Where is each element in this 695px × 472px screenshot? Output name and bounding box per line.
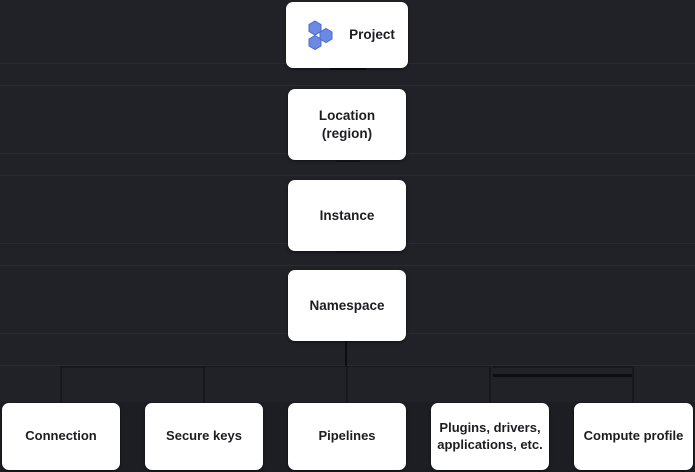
node-namespace[interactable]: Namespace (288, 270, 406, 341)
connector-drop-pipelines (346, 366, 348, 403)
background-band (0, 366, 695, 402)
connector-instance-namespace (336, 251, 360, 253)
connector-drop-secure-keys (203, 366, 205, 403)
node-connection-label: Connection (25, 428, 97, 444)
node-namespace-label: Namespace (309, 297, 385, 313)
node-secure-keys[interactable]: Secure keys (145, 403, 263, 470)
connector-bus-center (206, 366, 493, 367)
node-compute-profile[interactable]: Compute profile (574, 403, 693, 470)
connector-namespace-trunk (345, 341, 347, 367)
node-project[interactable]: Project (286, 2, 408, 68)
hexagon-cluster-icon (305, 18, 339, 52)
background-band-divider (0, 85, 695, 86)
background-band-divider (0, 365, 695, 366)
node-location-label: Location (region) (318, 108, 376, 141)
connector-location-instance (336, 160, 360, 162)
node-location[interactable]: Location (region) (288, 89, 406, 160)
node-plugins-label: Plugins, drivers, applications, etc. (437, 419, 543, 452)
node-project-label: Project (349, 27, 395, 43)
node-pipelines[interactable]: Pipelines (288, 403, 406, 470)
connector-bus-right-upper (493, 366, 634, 368)
node-pipelines-label: Pipelines (318, 428, 376, 444)
node-secure-keys-label: Secure keys (166, 428, 242, 444)
connector-drop-connection (60, 366, 62, 403)
node-instance[interactable]: Instance (288, 180, 406, 251)
background-band-divider (0, 175, 695, 176)
connector-bus-right (493, 374, 634, 377)
connector-drop-plugins (489, 366, 491, 403)
connector-bus-left (60, 366, 206, 368)
node-connection[interactable]: Connection (2, 403, 120, 470)
node-instance-label: Instance (319, 207, 375, 223)
node-plugins[interactable]: Plugins, drivers, applications, etc. (431, 403, 549, 470)
node-compute-profile-label: Compute profile (583, 428, 684, 444)
connector-project-location (330, 68, 366, 70)
background-band-divider (0, 265, 695, 266)
connector-drop-compute-profile (632, 366, 634, 403)
